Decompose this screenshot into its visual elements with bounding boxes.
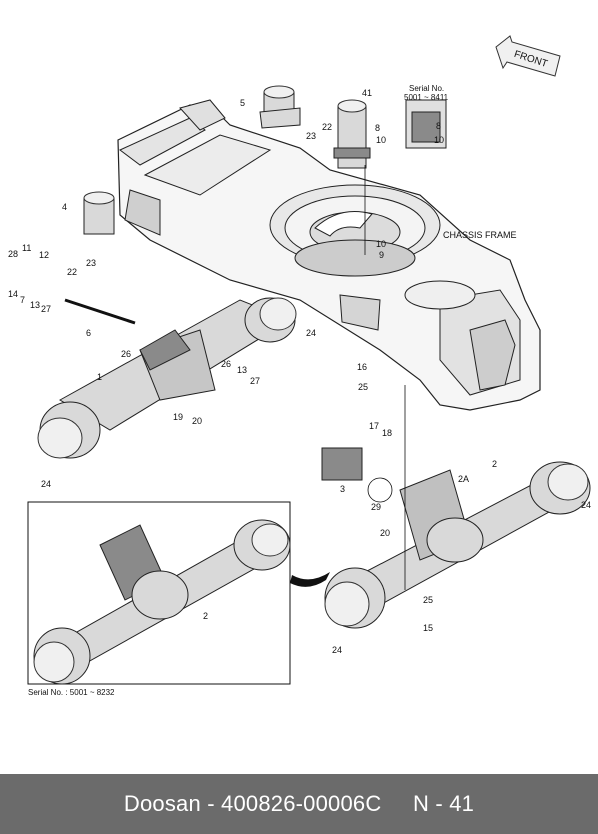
callout-10b: 10: [434, 135, 444, 145]
footer-bar: Doosan - 400826-00006C N - 41: [0, 774, 598, 834]
callout-25b: 25: [423, 595, 433, 605]
callout-5: 5: [240, 98, 245, 108]
callout-26b: 26: [221, 359, 231, 369]
callout-19: 19: [173, 412, 183, 422]
callout-24d: 24: [332, 645, 342, 655]
front-axle: [37, 297, 297, 459]
callout-1: 1: [97, 372, 102, 382]
part-41-swivel: [333, 99, 371, 255]
callout-22b: 22: [67, 267, 77, 277]
callout-13a: 13: [30, 300, 40, 310]
serial-inset-label: Serial No. : 5001 ~ 8232: [28, 688, 115, 697]
callout-12: 12: [39, 250, 49, 260]
callout-18: 18: [382, 428, 392, 438]
parts-diagram: FRONT: [8, 35, 591, 697]
callout-2a: 2: [492, 459, 497, 469]
serial-top-line2: 5001 ~ 8411: [404, 93, 449, 102]
callout-28: 28: [8, 249, 18, 259]
callout-10a: 10: [376, 135, 386, 145]
callout-8b: 8: [436, 121, 441, 131]
callout-26a: 26: [121, 349, 131, 359]
callout-2b: 2: [203, 611, 208, 621]
inset-box: [27, 501, 291, 685]
part-4: [83, 191, 115, 235]
chassis-frame-label: CHASSIS FRAME: [443, 230, 517, 240]
callout-15: 15: [423, 623, 433, 633]
callout-6: 6: [86, 328, 91, 338]
inset-pointer-arrow: [290, 572, 330, 587]
callout-8a: 8: [375, 123, 380, 133]
callout-23a: 23: [306, 131, 316, 141]
callout-24b: 24: [41, 479, 51, 489]
callout-16: 16: [357, 362, 367, 372]
callout-13b: 13: [237, 365, 247, 375]
callout-17: 17: [369, 421, 379, 431]
callout-23b: 23: [86, 258, 96, 268]
callout-7: 7: [20, 295, 25, 305]
callout-27b: 27: [250, 376, 260, 386]
callout-25a: 25: [358, 382, 368, 392]
callout-2A: 2A: [458, 474, 469, 484]
rear-axle: [321, 385, 591, 629]
footer-text: Doosan - 400826-00006C N - 41: [123, 791, 475, 816]
callout-4: 4: [62, 202, 67, 212]
serial-detail-top: [405, 99, 447, 149]
callout-22a: 22: [322, 122, 332, 132]
callout-41: 41: [362, 88, 372, 98]
front-arrow-icon: FRONT: [495, 35, 561, 77]
callout-10c: 10: [376, 239, 386, 249]
callout-9: 9: [379, 250, 384, 260]
callout-3: 3: [340, 484, 345, 494]
callout-20b: 20: [380, 528, 390, 538]
part-5: [259, 85, 301, 129]
callout-24a: 24: [306, 328, 316, 338]
serial-top-line1: Serial No.: [409, 84, 444, 93]
callout-20a: 20: [192, 416, 202, 426]
callout-14: 14: [8, 289, 18, 299]
callout-29: 29: [371, 502, 381, 512]
callout-24c: 24: [581, 500, 591, 510]
callout-11: 11: [22, 243, 31, 253]
chassis-frame: [117, 99, 541, 411]
callout-27a: 27: [41, 304, 51, 314]
